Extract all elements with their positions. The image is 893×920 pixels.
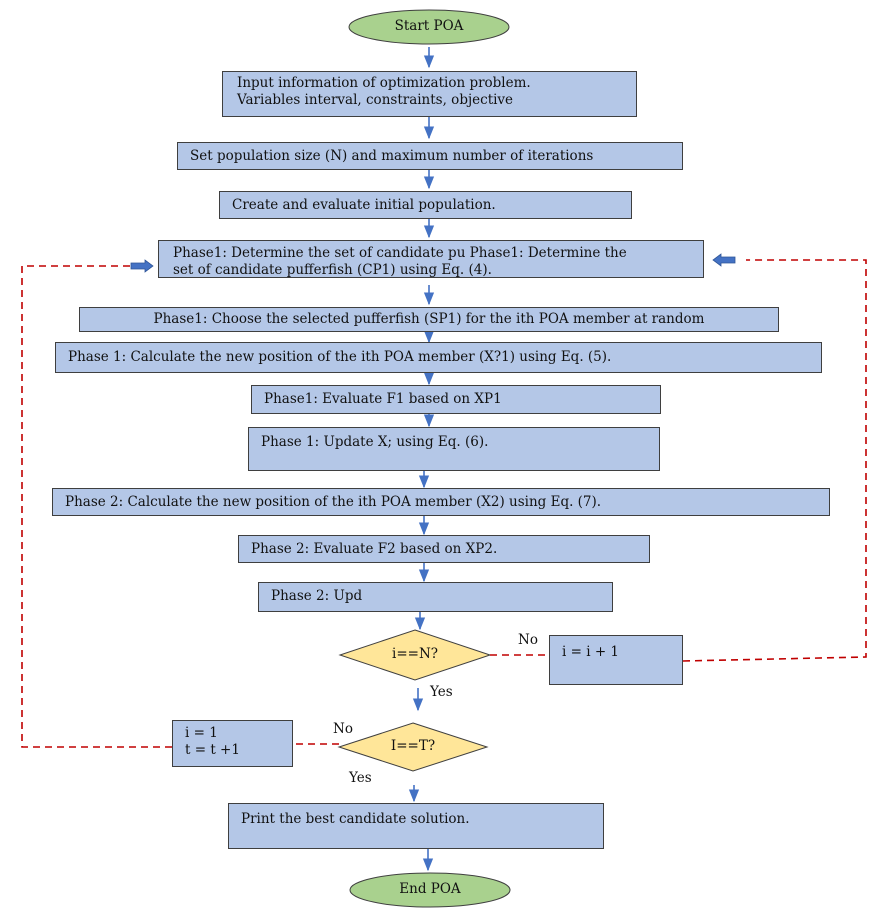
decision-i-equals-n	[338, 629, 492, 681]
flow-arrows	[408, 47, 435, 872]
phase1-calculate-box: Phase 1: Calculate the new position of t…	[55, 342, 822, 373]
phase1-determine-line2: set of candidate pufferfish (CP1) using …	[173, 262, 492, 278]
phase1-choose-box: Phase1: Choose the selected pufferfish (…	[79, 307, 779, 332]
reset-counters-box: i = 1 t = t +1	[172, 720, 293, 767]
create-population-box: Create and evaluate initial population.	[219, 191, 632, 219]
no-label-n: No	[518, 632, 538, 648]
phase1-evaluate-box: Phase1: Evaluate F1 based on XP1	[251, 385, 661, 414]
start-label: Start POA	[394, 18, 464, 34]
phase1-update-box: Phase 1: Update X; using Eq. (6).	[248, 427, 660, 471]
end-terminal	[349, 872, 511, 908]
loop-line-i-to-phase1	[682, 259, 867, 662]
end-label: End POA	[399, 881, 461, 897]
loop-lines	[21, 259, 867, 748]
decision-t-equals-t	[337, 722, 489, 772]
phase2-calculate-box: Phase 2: Calculate the new position of t…	[52, 488, 830, 516]
phase1-determine-box: Phase1: Determine the set of candidate p…	[158, 240, 704, 278]
phase1-determine-line1: Phase1: Determine the set of candidate p…	[173, 245, 627, 261]
reset-i-text: i = 1	[185, 725, 218, 741]
print-best-box: Print the best candidate solution.	[228, 803, 604, 849]
decision-t-label: I==T?	[390, 738, 436, 754]
loop-line-t-to-phase1	[21, 265, 172, 748]
input-problem-box: Input information of optimization proble…	[222, 71, 637, 117]
no-label-t: No	[333, 721, 353, 737]
input-problem-line1: Input information of optimization proble…	[237, 75, 531, 91]
loop-entry-arrow-left	[712, 253, 736, 267]
increment-t-text: t = t +1	[185, 742, 240, 758]
phase2-evaluate-box: Phase 2: Evaluate F2 based on XP2.	[238, 535, 650, 563]
yes-label-n: Yes	[430, 684, 453, 700]
set-population-box: Set population size (N) and maximum numb…	[177, 142, 683, 170]
decision-n-label: i==N?	[392, 646, 438, 662]
input-problem-line2: Variables interval, constraints, objecti…	[237, 92, 514, 108]
start-terminal	[348, 9, 510, 45]
yes-label-t: Yes	[349, 770, 372, 786]
loop-entry-arrow-right	[130, 259, 154, 273]
increment-i-box: i = i + 1	[549, 635, 683, 685]
phase2-update-box: Phase 2: Upd	[258, 582, 613, 612]
